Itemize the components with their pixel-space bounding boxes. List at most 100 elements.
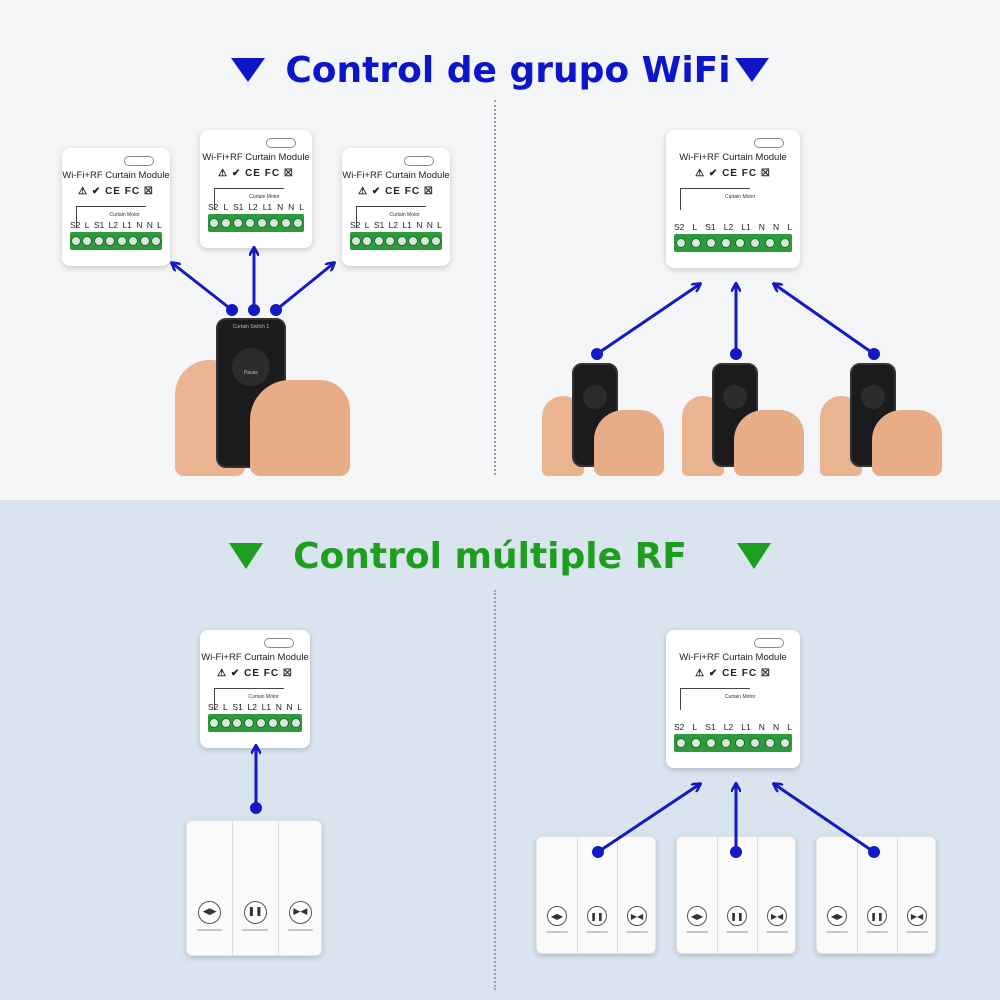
- wifi-heading: Control de grupo WiFi: [0, 48, 1000, 92]
- screw-icon: [220, 718, 231, 728]
- terminal-label: N: [288, 202, 295, 212]
- screw-icon: [676, 738, 687, 748]
- close-icon[interactable]: ▶◀: [288, 900, 312, 924]
- terminal-block: [674, 234, 792, 252]
- rf-divider: [494, 590, 496, 990]
- open-icon[interactable]: ◀▶: [198, 900, 222, 924]
- terminal-label: N: [773, 722, 780, 732]
- screw-icon: [281, 218, 291, 228]
- indicator-bar: [826, 931, 848, 934]
- wall-switch: ◀▶ ❚❚ ▶◀: [536, 836, 656, 954]
- terminal-label: N: [275, 702, 282, 712]
- motor-label: Curtain Motor: [389, 212, 420, 218]
- wifi-title: Control de grupo WiFi: [285, 49, 731, 91]
- terminal-label: N: [773, 222, 780, 232]
- terminal-block: [208, 714, 302, 732]
- certification-marks: ⚠ ✔ CE FC ☒: [218, 168, 294, 179]
- certification-marks: ⚠ ✔ CE FC ☒: [78, 186, 154, 197]
- screw-icon: [735, 238, 746, 248]
- wall-switch: ◀▶ ❚❚ ▶◀: [186, 820, 322, 956]
- terminal-label: N: [758, 722, 765, 732]
- switch-divider: [577, 837, 578, 953]
- mounting-hook: [404, 156, 434, 166]
- pause-icon[interactable]: ❚❚: [587, 906, 607, 927]
- screw-icon: [269, 218, 279, 228]
- open-icon[interactable]: ◀▶: [687, 906, 707, 927]
- screw-icon: [245, 218, 255, 228]
- terminal-label: S1: [232, 202, 244, 212]
- screw-icon: [70, 236, 81, 246]
- indicator-bar: [287, 928, 313, 931]
- mounting-hook: [264, 638, 294, 648]
- phone-in-hand: [818, 360, 948, 476]
- screw-icon: [257, 218, 267, 228]
- open-icon[interactable]: ◀▶: [547, 906, 567, 927]
- indicator-bar: [686, 931, 708, 934]
- certification-marks: ⚠ ✔ CE FC ☒: [695, 168, 771, 179]
- terminal-label: L2: [388, 220, 399, 230]
- open-icon[interactable]: ◀▶: [827, 906, 847, 927]
- close-icon[interactable]: ▶◀: [767, 906, 787, 927]
- terminal-block: [674, 734, 792, 752]
- screw-icon: [750, 238, 761, 248]
- terminal-label: N: [146, 220, 153, 230]
- terminal-label: L2: [723, 222, 734, 232]
- screw-icon: [408, 236, 419, 246]
- terminal-label: L: [364, 220, 370, 230]
- phone-in-hand: [540, 360, 670, 476]
- control-dial: [583, 385, 607, 409]
- indicator-bar: [726, 931, 748, 934]
- curtain-module: Wi-Fi+RF Curtain Module⚠ ✔ CE FC ☒Curtai…: [666, 630, 800, 768]
- terminal-label: L2: [248, 202, 258, 212]
- screw-icon: [232, 718, 243, 728]
- terminal-label: S1: [705, 222, 716, 232]
- switch-divider: [897, 837, 898, 953]
- indicator-bar: [766, 931, 788, 934]
- terminal-label: N: [136, 220, 143, 230]
- curtain-module: Wi-Fi+RF Curtain Module⚠ ✔ CE FC ☒Curtai…: [342, 148, 450, 266]
- switch-divider: [717, 837, 718, 953]
- pause-icon[interactable]: ❚❚: [867, 906, 887, 927]
- certification-marks: ⚠ ✔ CE FC ☒: [217, 668, 293, 679]
- control-dial: [861, 385, 885, 409]
- screw-icon: [431, 236, 442, 246]
- wiring-diagram: [680, 688, 750, 710]
- mounting-hook: [266, 138, 296, 148]
- terminal-label: L: [299, 202, 304, 212]
- screw-icon: [362, 236, 373, 246]
- screw-icon: [691, 238, 702, 248]
- down-triangle-icon: [736, 543, 771, 569]
- terminal-label: S2: [350, 220, 361, 230]
- wiring-diagram: [76, 206, 146, 228]
- screw-icon: [676, 238, 687, 248]
- screw-icon: [779, 238, 790, 248]
- screw-icon: [267, 718, 278, 728]
- terminal-label: S2: [208, 702, 219, 712]
- module-title: Wi-Fi+RF Curtain Module: [202, 152, 310, 163]
- motor-label: Curtain Motor: [248, 694, 279, 700]
- screw-icon: [385, 236, 396, 246]
- switch-divider: [617, 837, 618, 953]
- screw-icon: [779, 738, 790, 748]
- screw-icon: [151, 236, 162, 246]
- switch-divider: [277, 821, 279, 955]
- terminal-label: N: [416, 220, 423, 230]
- pause-icon[interactable]: ❚❚: [727, 906, 747, 927]
- terminal-label: L: [437, 220, 442, 230]
- terminal-label: N: [758, 222, 765, 232]
- close-icon[interactable]: ▶◀: [627, 906, 647, 927]
- module-title: Wi-Fi+RF Curtain Module: [342, 170, 450, 181]
- motor-label: Curtain Motor: [724, 694, 756, 700]
- curtain-module: Wi-Fi+RF Curtain Module⚠ ✔ CE FC ☒Curtai…: [200, 630, 310, 748]
- pause-icon[interactable]: ❚❚: [243, 900, 267, 924]
- terminal-block: [70, 232, 162, 250]
- hand: [594, 410, 664, 476]
- close-icon[interactable]: ▶◀: [907, 906, 927, 927]
- indicator-bar: [197, 928, 223, 931]
- screw-icon: [419, 236, 430, 246]
- terminal-label: S2: [70, 220, 81, 230]
- indicator-bar: [242, 928, 268, 931]
- module-title: Wi-Fi+RF Curtain Module: [62, 170, 170, 181]
- terminal-label: N: [426, 220, 433, 230]
